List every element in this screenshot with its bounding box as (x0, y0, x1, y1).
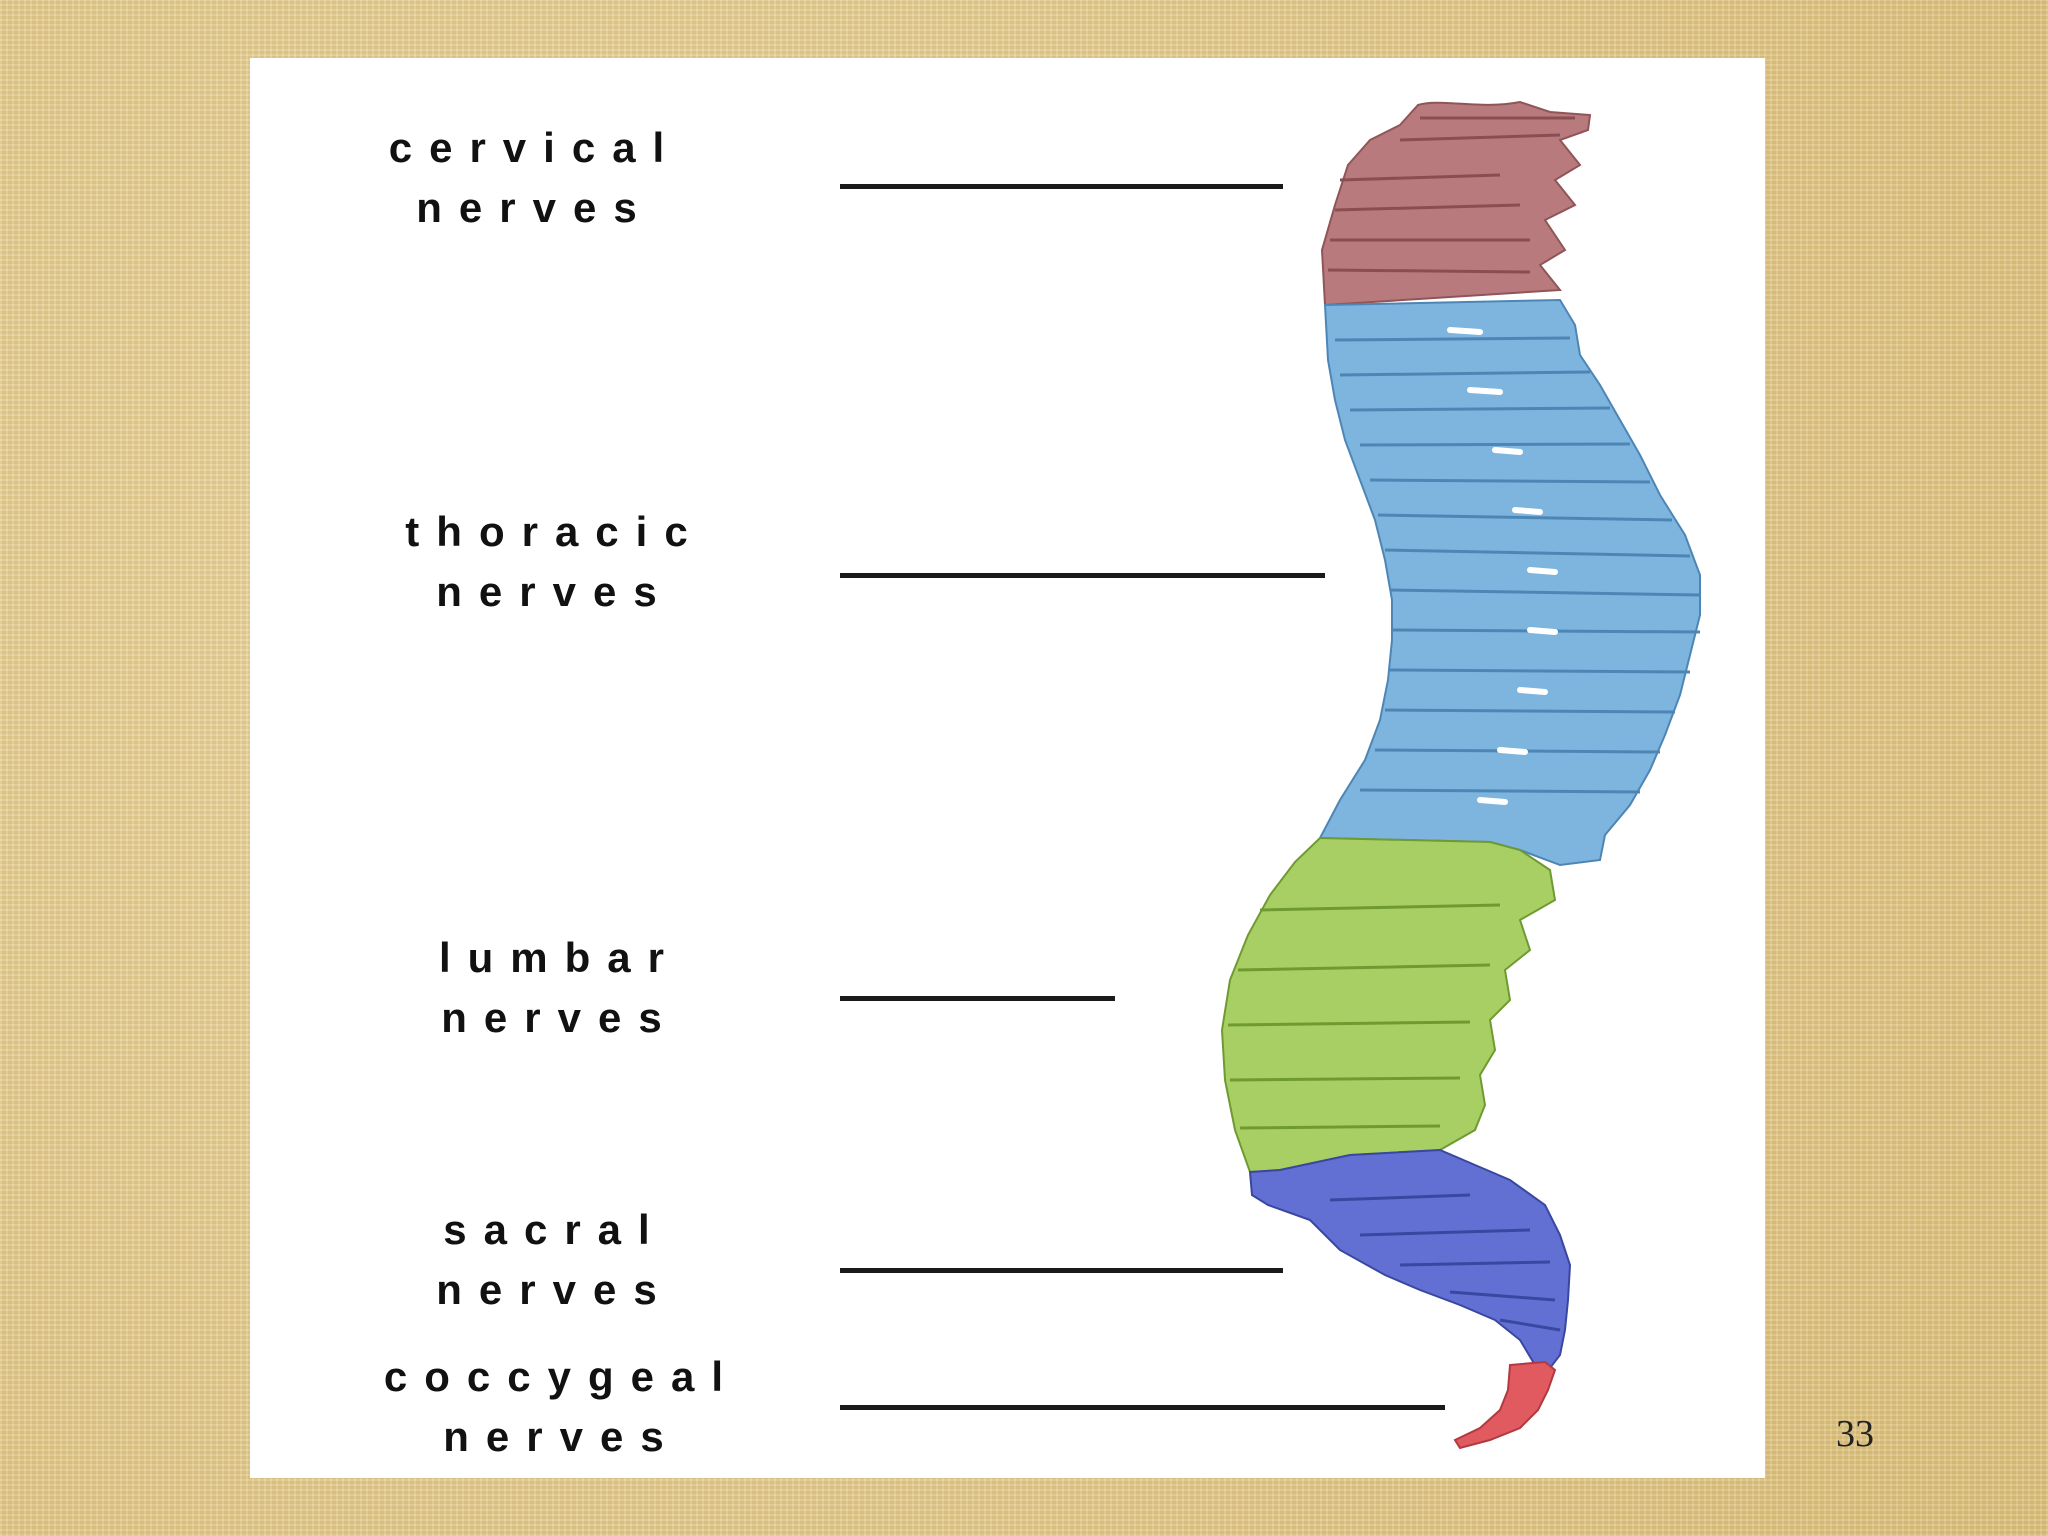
label-thoracic-line2: nerves (436, 568, 674, 615)
thoracic-processes (1447, 327, 1558, 805)
label-coccygeal-line1: coccygeal (383, 1353, 741, 1400)
label-sacral: sacral nerves (375, 1200, 735, 1320)
label-sacral-line2: nerves (436, 1266, 674, 1313)
lumbar-disc-lines (1227, 903, 1501, 1130)
thoracic-segment (1318, 298, 1701, 867)
label-cervical-line1: cervical (388, 124, 682, 171)
label-lumbar: lumbar nerves (370, 928, 750, 1048)
thoracic-body (1318, 298, 1701, 867)
leader-line-lumbar (840, 996, 1115, 1001)
sacral-segment (1248, 1148, 1572, 1370)
coccygeal-body (1453, 1360, 1557, 1450)
leader-line-coccygeal (840, 1405, 1445, 1410)
leader-line-cervical (840, 184, 1283, 189)
cervical-body (1320, 100, 1592, 307)
label-cervical: cervical nerves (335, 118, 735, 238)
page-number: 33 (1836, 1413, 1874, 1455)
leader-line-sacral (840, 1268, 1283, 1273)
sacral-body (1248, 1148, 1572, 1370)
cervical-processes (1327, 116, 1575, 274)
label-cervical-line2: nerves (416, 184, 654, 231)
label-lumbar-line2: nerves (441, 994, 679, 1041)
coccygeal-segment (1453, 1360, 1557, 1450)
label-thoracic-line1: thoracic (405, 508, 705, 555)
label-thoracic: thoracic nerves (345, 502, 765, 622)
label-sacral-line1: sacral (443, 1206, 667, 1253)
cervical-segment (1320, 100, 1592, 307)
leader-line-thoracic (840, 573, 1325, 578)
label-lumbar-line1: lumbar (438, 934, 682, 981)
lumbar-body (1220, 836, 1557, 1174)
lumbar-segment (1220, 836, 1557, 1174)
label-coccygeal: coccygeal nerves (312, 1347, 812, 1467)
sacral-detail (1329, 1193, 1561, 1332)
label-coccygeal-line2: nerves (443, 1413, 681, 1460)
